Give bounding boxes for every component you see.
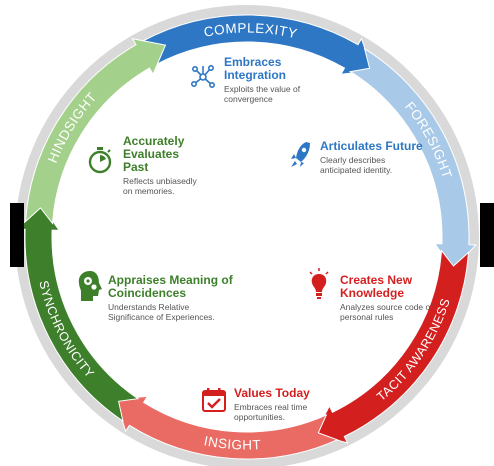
- calendar-check-icon: [201, 387, 227, 413]
- rocket-icon: [288, 140, 314, 170]
- right-black-bar: [480, 203, 494, 267]
- item-description: Reflects unbiasedly on memories.: [123, 176, 197, 196]
- head-gears-icon: [76, 270, 104, 302]
- item-description: Exploits the value of convergence: [224, 84, 301, 104]
- item-description: Clearly describes anticipated identity.: [320, 155, 393, 175]
- item-description: Embraces real time opportunities.: [234, 402, 308, 422]
- network-nodes-icon: [190, 64, 216, 90]
- item-title: Embraces Integration: [224, 55, 286, 82]
- item-values-today: Values Today Embraces real time opportun…: [234, 386, 334, 423]
- item-title: Values Today: [234, 386, 310, 400]
- item-title: Appraises Meaning of Coincidences: [108, 273, 233, 300]
- item-title: Accurately Evaluates Past: [123, 134, 185, 174]
- stopwatch-icon: [87, 146, 113, 174]
- item-embraces-integration: Embraces Integration Exploits the value …: [224, 55, 334, 105]
- lightbulb-icon: [308, 268, 330, 302]
- item-appraises-meaning: Appraises Meaning of Coincidences Unders…: [108, 273, 248, 323]
- item-title: Creates New Knowledge: [340, 273, 413, 300]
- stage-segments: [16, 14, 478, 460]
- item-accurately-evaluates-past: Accurately Evaluates Past Reflects unbia…: [123, 134, 223, 197]
- stage-label-insight: INSIGHT: [203, 433, 262, 452]
- ring-inner-disc: [32, 22, 462, 452]
- stage-arrow-hindsight: [24, 37, 167, 225]
- left-black-bar: [10, 203, 24, 267]
- item-title: Articulates Future: [320, 139, 423, 153]
- item-description: Understands Relative Significance of Exp…: [108, 302, 215, 322]
- item-articulates-future: Articulates Future Clearly describes ant…: [320, 139, 430, 176]
- stage-label-complexity: COMPLEXITY: [203, 20, 299, 41]
- item-creates-new-knowledge: Creates New Knowledge Analyzes source co…: [340, 273, 450, 323]
- item-description: Analyzes source code of personal rules: [340, 302, 433, 322]
